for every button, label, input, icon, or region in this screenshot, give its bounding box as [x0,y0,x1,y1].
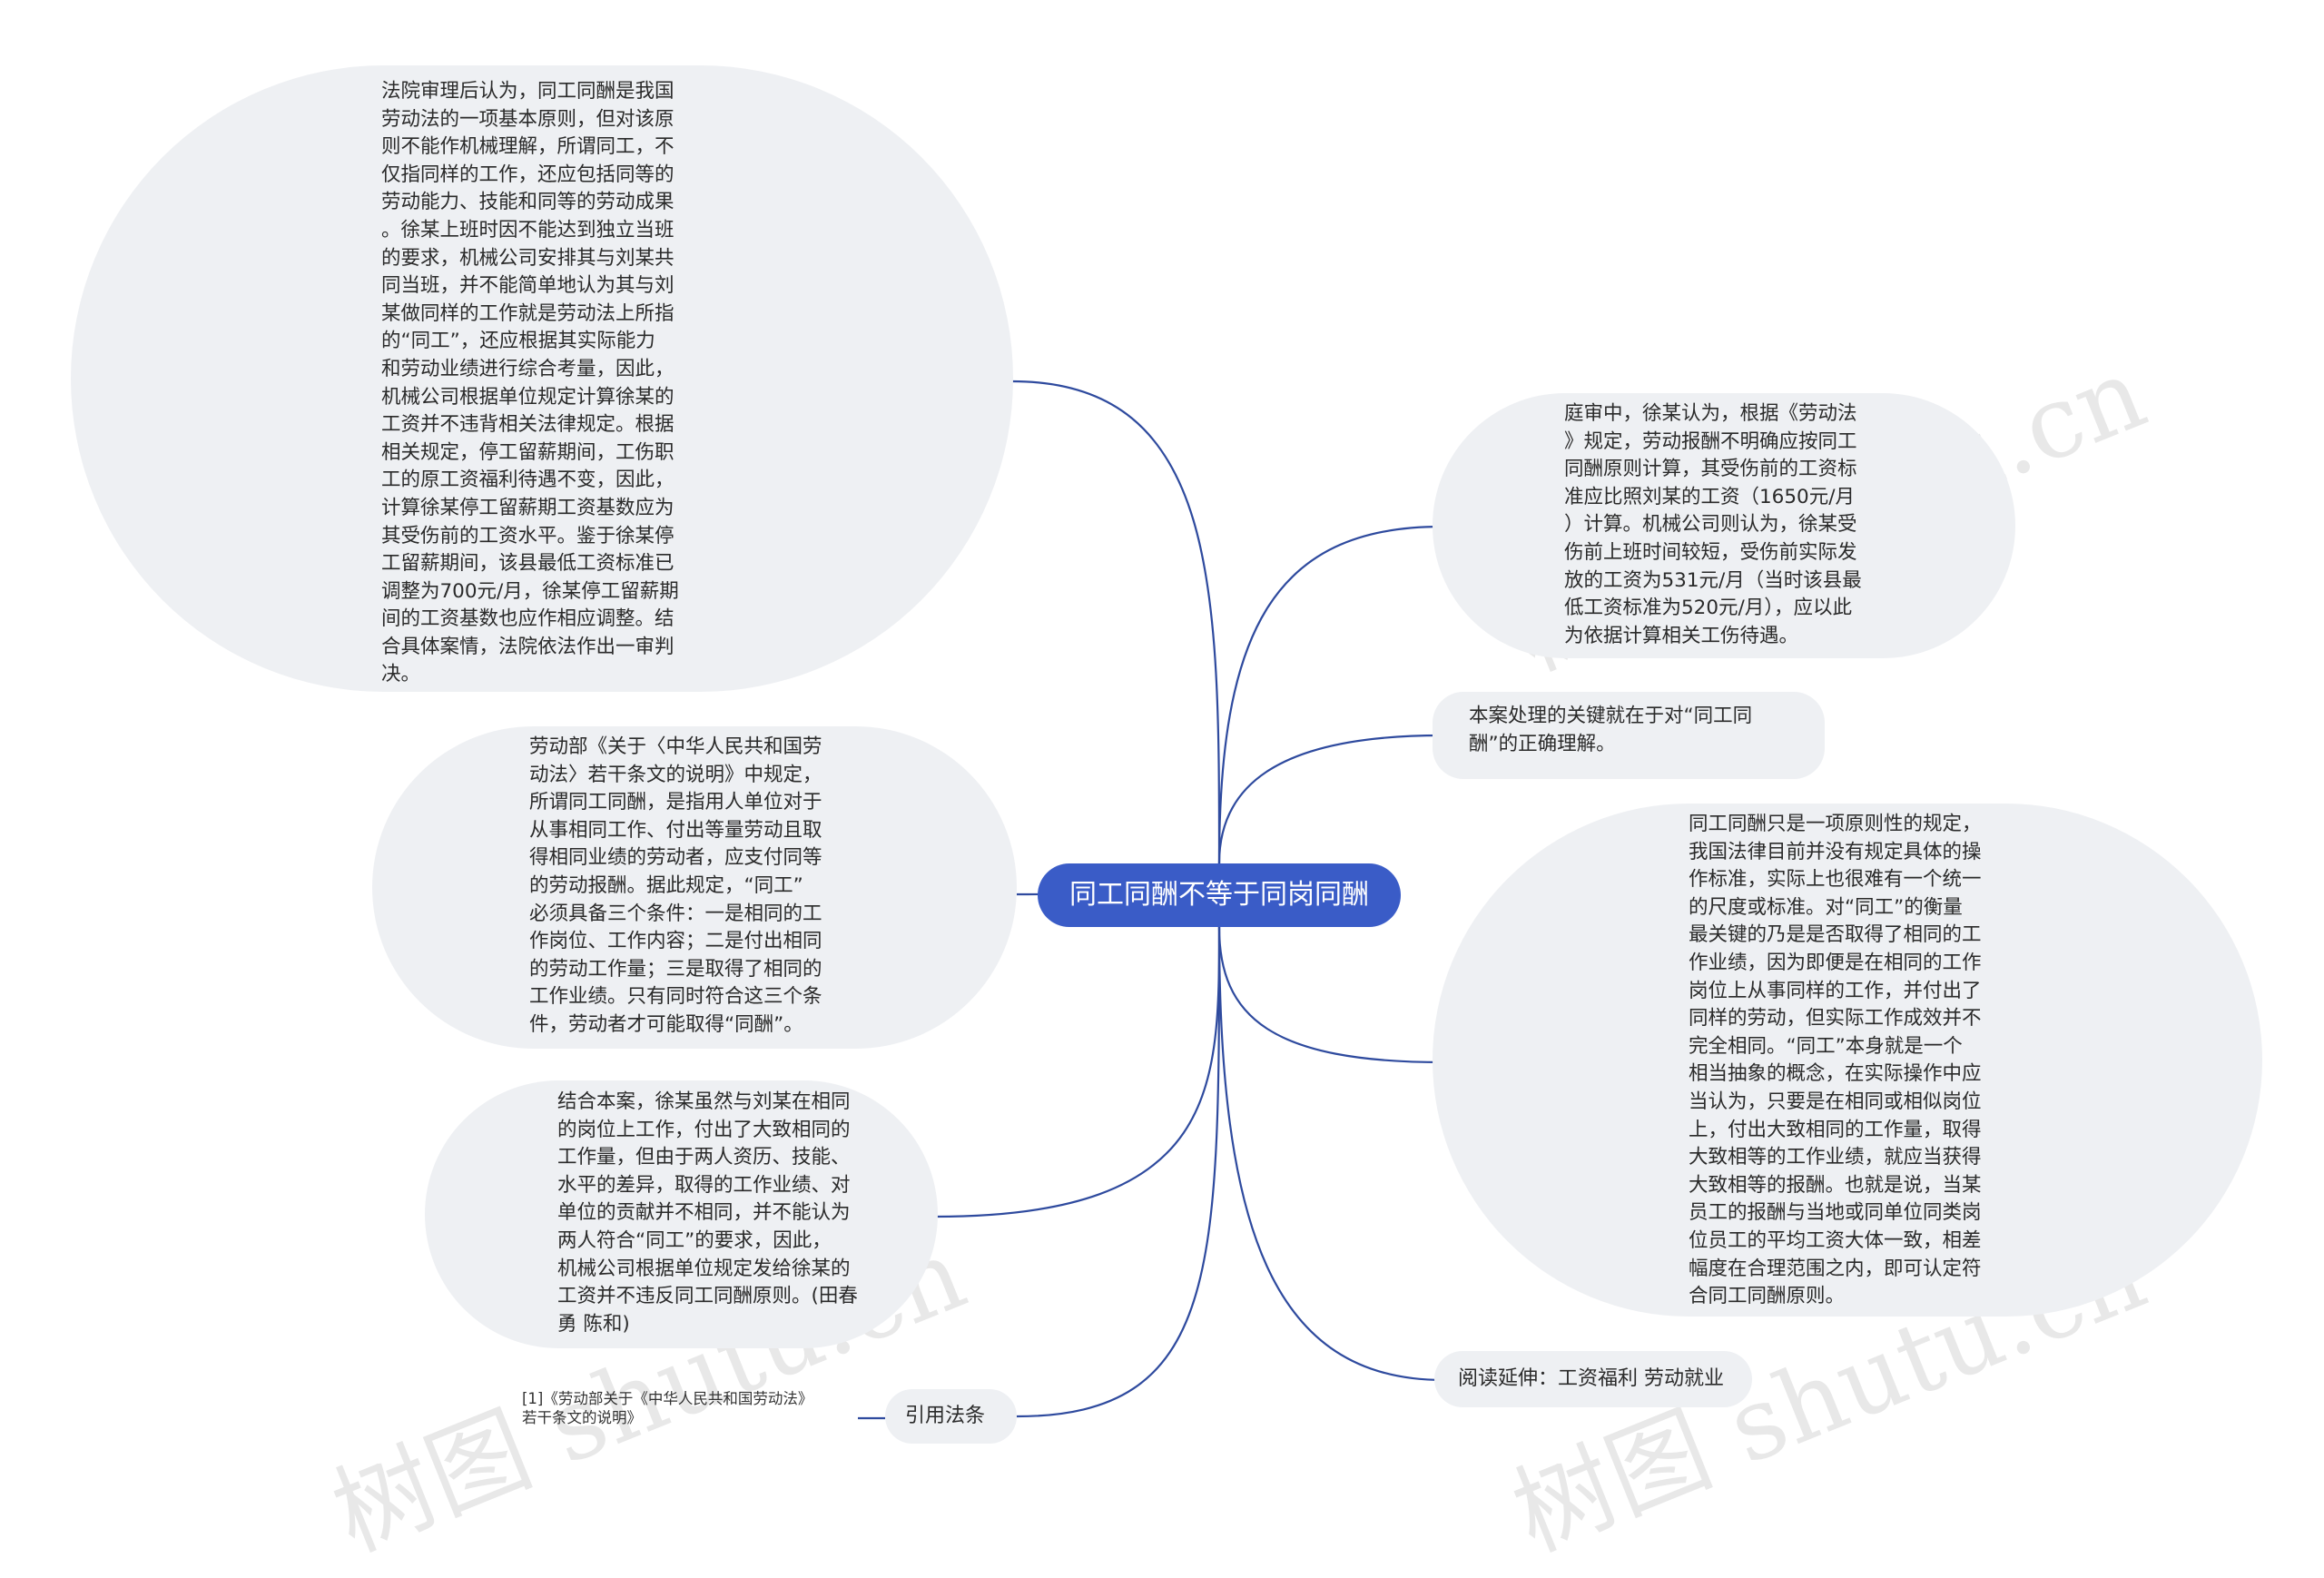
link-court-ruling [1011,380,1221,864]
connector-lines [858,380,1444,1420]
read-more-node[interactable]: 阅读延伸：工资福利 劳动就业 [1434,1351,1752,1407]
principle-note-text: 同工同酬只是一项原则性的规定， 我国法律目前并没有规定具体的操 作标准，实际上也… [1689,813,1982,1308]
ministry-rule-text: 劳动部《关于〈中华人民共和国劳 动法〉若干条文的说明》中规定， 所谓同工同酬，是… [529,735,822,1036]
link-principle-note [1217,926,1444,1064]
case-conclusion-text: 结合本案，徐某虽然与刘某在相同 的岗位上工作，付出了大致相同的 工作量，但由于两… [557,1090,858,1336]
link-cited-law [1016,926,1221,1418]
cited-law-node[interactable]: 引用法条 [885,1389,1017,1444]
court-ruling-text: 法院审理后认为，同工同酬是我国 劳动法的一项基本原则，但对该原 则不能作机械理解… [381,80,679,686]
ministry-rule-node[interactable] [372,726,1017,1049]
principle-note-node[interactable] [1433,804,2262,1317]
cited-law-reference[interactable]: [1]《劳动部关于《中华人民共和国劳动法》 若干条文的说明》 [522,1390,813,1426]
root-topic[interactable]: 同工同酬不等于同岗同酬 [1038,863,1401,927]
key-point-node[interactable]: 本案处理的关键就在于对“同工同 酬”的正确理解。 [1433,692,1825,779]
link-read-more [1217,926,1444,1382]
link-key-point [1217,734,1443,864]
case-conclusion-node[interactable] [425,1080,938,1348]
link-trial-claims [1217,525,1443,864]
trial-claims-text: 庭审中，徐某认为，根据《劳动法 》规定，劳动报酬不明确应按同工 同酬原则计算，其… [1564,402,1862,647]
trial-claims-node[interactable] [1433,393,2015,658]
court-ruling-node[interactable] [71,65,1013,692]
